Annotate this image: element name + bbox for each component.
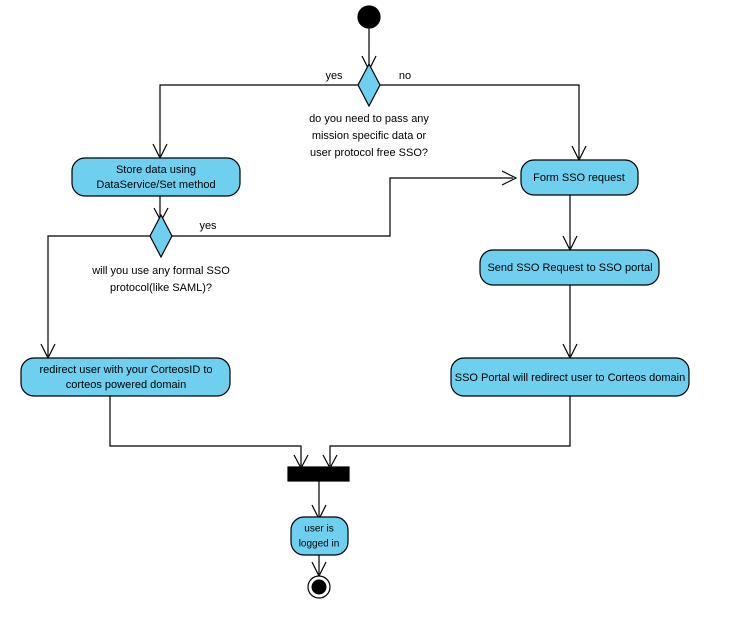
edge-join-to-user-logged-in [311,481,327,521]
edge-form-sso-to-send-sso [562,195,578,252]
initial-node [357,5,381,29]
decision2-question-line1: will you use any formal SSO [91,265,230,277]
action-node-send-sso-request[interactable] [479,249,660,286]
edge-send-sso-to-sso-portal-redirect [562,285,578,360]
final-node [307,575,331,599]
decision-node-2[interactable] [149,213,173,259]
guard-label-decision2-yes: yes [199,220,217,232]
action-node-user-logged-in-line1: user is [304,524,333,535]
edge-redirect-user-to-join [109,396,309,470]
action-node-store-data-line2: DataService/Set method [96,179,215,191]
edge-decision2-yes-to-form-sso-request [172,170,518,237]
action-node-store-data-line1: Store data using [116,164,196,176]
action-node-redirect-user[interactable] [20,357,231,397]
action-node-redirect-user-line2: corteos powered domain [66,379,186,391]
action-node-sso-portal-redirect-label: SSO Portal will redirect user to Corteos… [455,372,685,384]
decision2-question-line2: protocol(like SAML)? [110,282,212,294]
action-node-user-logged-in-line2: logged in [299,539,340,550]
action-node-form-sso-request-label: Form SSO request [533,172,625,184]
edge-decision2-to-redirect-user [40,235,150,360]
decision1-question-line1: do you need to pass any [309,113,429,125]
action-node-form-sso-request[interactable] [520,159,639,196]
join-bar [287,466,350,482]
decision-node-1[interactable] [357,62,381,108]
action-node-sso-portal-redirect[interactable] [450,357,690,397]
decision1-question-line2: mission specific data or [312,130,427,142]
decision1-question-line3: user protocol free SSO? [310,147,428,159]
action-node-send-sso-request-label: Send SSO Request to SSO portal [487,262,652,274]
edge-user-logged-in-to-final [311,555,327,578]
guard-label-decision1-no: no [399,70,411,82]
edge-sso-portal-redirect-to-join [322,396,571,470]
guard-label-decision1-yes: yes [325,70,343,82]
action-node-user-logged-in[interactable] [290,516,349,556]
action-node-store-data[interactable] [71,157,241,197]
action-node-redirect-user-line1: redirect user with your CorteosID to [39,364,212,376]
